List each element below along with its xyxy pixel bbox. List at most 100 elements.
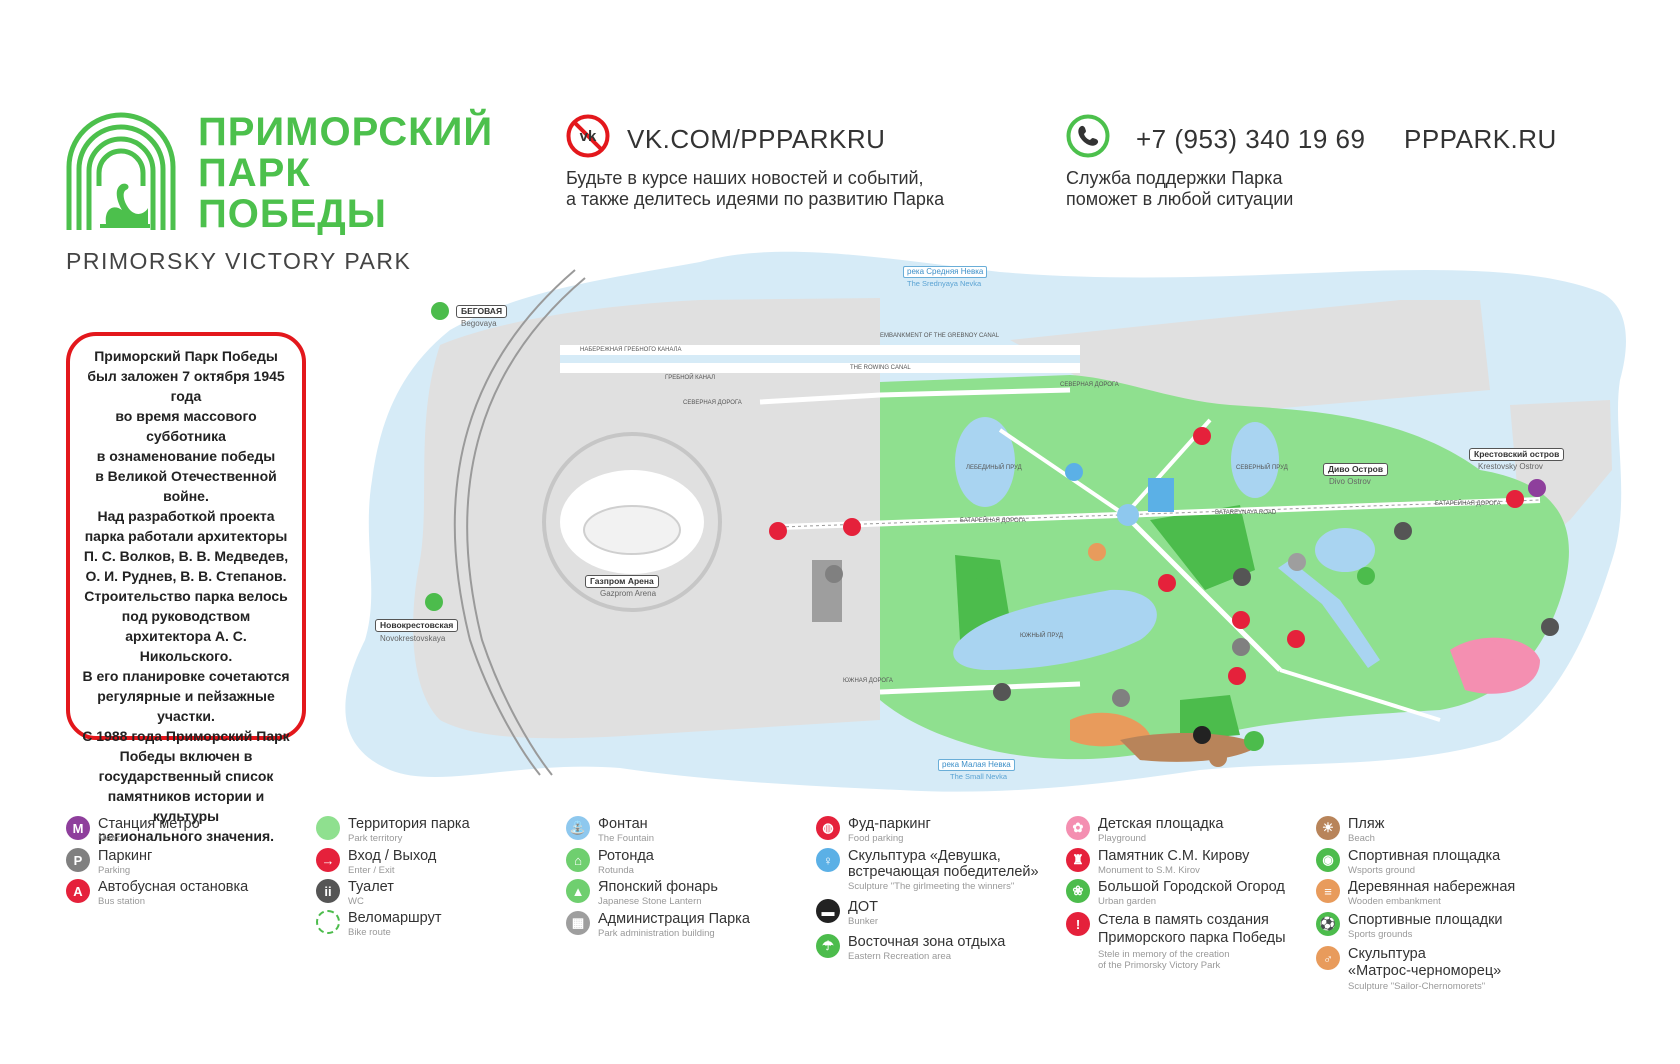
stadium-pitch xyxy=(583,505,681,555)
brand-subtitle: PRIMORSKY VICTORY PARK xyxy=(66,248,412,274)
history-line: Приморский Парк Победы xyxy=(94,348,278,364)
road-label-canal: НАБЕРЕЖНАЯ ГРЕБНОГО КАНАЛА xyxy=(580,347,682,353)
history-line: регулярные и пейзажные участки. xyxy=(97,688,275,724)
website-link[interactable]: PPPARK.RU xyxy=(1404,124,1557,154)
entrance-arrow-icon xyxy=(1506,490,1524,508)
arrow-right-icon: → xyxy=(316,848,340,872)
svg-text:vk: vk xyxy=(580,128,597,145)
road-label-grebnoy: ГРЕБНОЙ КАНАЛ xyxy=(665,375,716,381)
bus-icon xyxy=(1287,630,1305,648)
river-label-srednyaya-nevka-en: The Srednyaya Nevka xyxy=(907,279,982,288)
beach-icon: ☀ xyxy=(1316,816,1340,840)
history-line: В его планировке сочетаются xyxy=(82,668,290,684)
history-line: парка работали архитекторы xyxy=(84,528,288,544)
metro-icon xyxy=(1528,479,1546,497)
wc-icon xyxy=(1541,618,1559,636)
legend: М Станция метро Metro P Паркинг Parking … xyxy=(66,816,1626,1006)
road-label-batareynaya-en: BATAREYNAYA ROAD xyxy=(1215,510,1277,516)
food-icon: ◍ xyxy=(816,816,840,840)
sculpture-girl-icon: ♀ xyxy=(816,848,840,872)
history-line: архитектора А. С. Никольского. xyxy=(125,628,247,664)
stele-icon: ! xyxy=(1066,912,1090,936)
history-line: был заложен 7 октября 1945 года xyxy=(87,368,285,404)
history-line: П. С. Волков, В. В. Медведев, xyxy=(83,548,289,564)
pond-label-south: ЮЖНЫЙ ПРУД xyxy=(1020,633,1063,639)
history-line: в ознаменование победы xyxy=(96,448,276,464)
playground-icon: ✿ xyxy=(1066,816,1090,840)
poi-markers xyxy=(425,302,1559,767)
history-line: Победы включен в xyxy=(119,748,253,764)
fountain-icon: ⛲ xyxy=(566,816,590,840)
beach-icon xyxy=(1209,749,1227,767)
pond-label-north: СЕВЕРНЫЙ ПРУД xyxy=(1236,465,1288,471)
wc-icon: ii xyxy=(316,879,340,903)
stadium-ring xyxy=(542,432,722,612)
sports-ground-icon xyxy=(972,577,992,597)
rowing-pond xyxy=(1315,528,1375,572)
vk-icon[interactable]: vk xyxy=(566,114,610,158)
metro-label-krestovsky-ostrov: Крестовский остров xyxy=(1469,448,1565,461)
south-pond xyxy=(953,589,1157,670)
history-line: памятников истории и культуры xyxy=(107,788,265,824)
road-label-batareynaya-east: БАТАРЕЙНАЯ ДОРОГА xyxy=(1435,501,1501,507)
entrance-arrow-icon xyxy=(1232,611,1250,629)
sculpture-sailor-icon: ♂ xyxy=(1316,946,1340,970)
yuzhnaya-road xyxy=(879,681,1081,695)
food-icon xyxy=(769,522,787,540)
rotunda-icon: ⌂ xyxy=(566,848,590,872)
park-territory-icon xyxy=(316,816,340,840)
swan-pond xyxy=(955,417,1015,507)
history-line: Строительство парка велось xyxy=(84,588,288,604)
east-canal xyxy=(1278,560,1380,668)
metro-label-novokrestovskaya-en: Novokrestovskaya xyxy=(380,634,446,643)
park-logo xyxy=(66,112,176,232)
park-alley-2 xyxy=(998,428,1127,517)
bike-route-icon xyxy=(316,910,340,934)
place-label-gazprom-arena-en: Gazprom Arena xyxy=(600,589,657,598)
food-icon xyxy=(1158,574,1176,592)
monument-icon: ♜ xyxy=(1066,848,1090,872)
vk-description-line-2: а также делитесь идеями по развитию Парк… xyxy=(566,189,945,209)
phone-description-line-2: поможет в любой ситуации xyxy=(1066,189,1294,209)
metro-icon: М xyxy=(66,816,90,840)
history-line: регионального значения. xyxy=(97,828,275,844)
swan-arch-logo xyxy=(66,112,176,230)
recreation-icon: ☂ xyxy=(816,934,840,958)
lantern-icon: ▲ xyxy=(566,879,590,903)
railway-track-1 xyxy=(453,269,576,776)
history-line: под руководством xyxy=(121,608,251,624)
vk-url-link[interactable]: VK.COM/PPPARKRU xyxy=(627,124,886,154)
metro-label-begovaya-en: Begovaya xyxy=(461,319,497,328)
bus-icon: A xyxy=(66,879,90,903)
monument-icon xyxy=(1228,667,1246,685)
garden-icon: ❀ xyxy=(1066,879,1090,903)
park-alley-1 xyxy=(1128,518,1282,672)
road-label-canal-en: EMBANKMENT OF THE GREBNOY CANAL xyxy=(880,333,1000,339)
river-label-malaya-nevka-en: The Small Nevka xyxy=(950,772,1008,781)
north-pond xyxy=(1231,422,1279,498)
entrance-arrow-icon xyxy=(843,518,861,536)
road-label-batareynaya: БАТАРЕЙНАЯ ДОРОГА xyxy=(960,518,1026,524)
sculpture-girl-icon xyxy=(1065,463,1083,481)
city-area-north xyxy=(1010,300,1490,410)
sports-ground-icon: ◉ xyxy=(1316,848,1340,872)
park-zone-dark-2 xyxy=(1150,505,1255,590)
sculpture-sailor-icon xyxy=(1088,543,1106,561)
brand-title-line-1: ПРИМОРСКИЙ xyxy=(198,110,494,154)
entrance-arrow-icon xyxy=(1193,427,1211,445)
road-label-yuzhnaya: ЮЖНАЯ ДОРОГА xyxy=(843,678,893,684)
vk-description-line-1: Будьте в курсе наших новостей и событий, xyxy=(566,168,924,188)
parking-icon xyxy=(825,565,843,583)
history-line: в Великой Отечественной войне. xyxy=(95,468,277,504)
pond-label-swan: ЛЕБЕДИНЫЙ ПРУД xyxy=(966,465,1022,471)
metro-label-krestovsky-ostrov-en: Krestovsky Ostrov xyxy=(1478,462,1543,471)
wc-icon xyxy=(1394,522,1412,540)
wc-icon xyxy=(1233,568,1251,586)
history-box: Приморский Парк Победы был заложен 7 окт… xyxy=(66,332,306,844)
admin-icon: ▦ xyxy=(566,911,590,935)
history-line: Над разработкой проекта xyxy=(97,508,275,524)
bunker-icon xyxy=(1193,726,1211,744)
phone-icon[interactable] xyxy=(1066,114,1110,158)
phone-number-link[interactable]: +7 (953) 340 19 69 xyxy=(1136,124,1366,154)
